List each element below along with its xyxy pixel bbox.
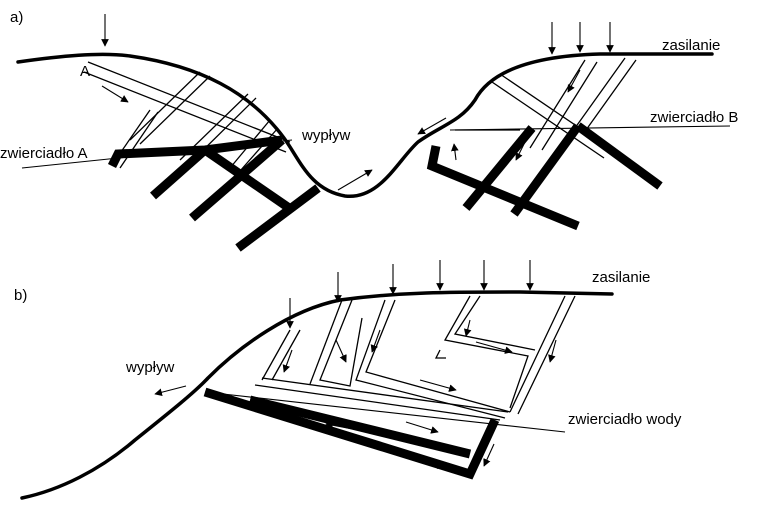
panel-a-ground-surface: [16, 52, 714, 198]
panel-b: b): [14, 260, 682, 500]
panel-a-label: a): [10, 9, 23, 26]
panel-b-recharge-label: zasilanie: [592, 269, 650, 286]
panel-a-recharge-label: zasilanie: [662, 37, 720, 54]
panel-b-label: b): [14, 287, 27, 304]
panel-a-right-saturated: [426, 122, 663, 231]
panel-b-recharge-arrows: [286, 260, 534, 329]
panel-b-outflow-label: wypływ: [125, 359, 175, 376]
panel-b-ground-surface: [20, 290, 614, 500]
panel-b-fissures: [254, 295, 576, 421]
panel-a-mirror-b-label: zwierciadło B: [650, 109, 738, 126]
panel-a-flow-arrows: [101, 69, 581, 191]
panel-b-water-table: [204, 391, 566, 433]
panel-a-outflow-label: wypływ: [301, 127, 351, 144]
panel-a-recharge-arrows: [101, 14, 614, 55]
panel-a-water-table-b: [449, 125, 731, 131]
panel-b-water-table-label: zwierciadło wody: [568, 411, 682, 428]
panel-b-saturated: [203, 387, 500, 480]
panel-a-left-saturated: [107, 135, 321, 252]
panel-a: a): [0, 9, 738, 252]
panel-a-point-label: A: [80, 63, 90, 80]
panel-a-mirror-a-label: zwierciadło A: [0, 145, 88, 162]
panel-a-water-table-a: [21, 139, 293, 169]
panel-b-flow-arrows: [154, 319, 557, 471]
